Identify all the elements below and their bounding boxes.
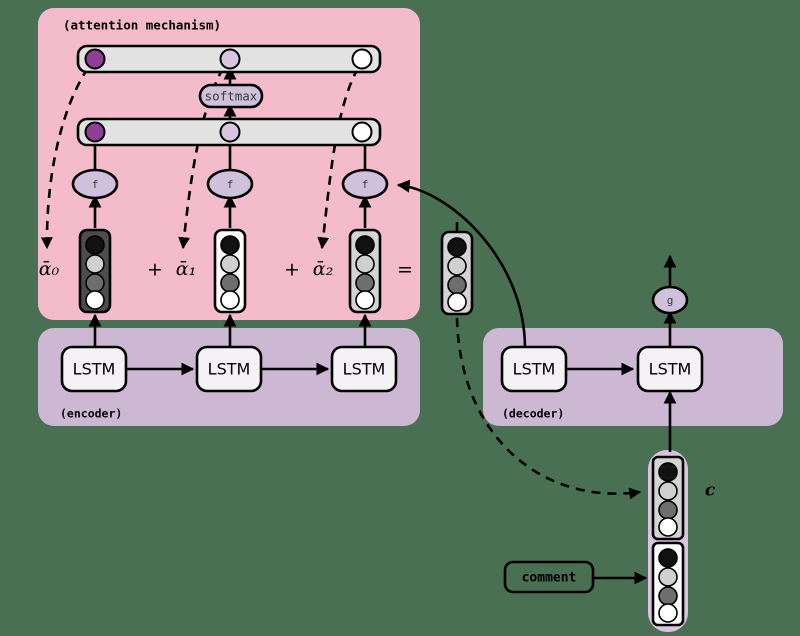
encoder-lstm-1-label: LSTM [208, 360, 251, 379]
encoder-panel-label: (encoder) [60, 407, 122, 421]
operator-plus-0: + [147, 259, 163, 281]
attention-f-node-0: f [71, 168, 119, 200]
bottom-cell-1 [219, 121, 241, 143]
encoder-lstm-0: LSTM [60, 345, 128, 393]
bottom-cell-0 [84, 121, 106, 143]
context-vector-label: c [705, 481, 716, 501]
f-label-2: f [362, 178, 369, 191]
top-cell-0 [84, 48, 106, 70]
encoder-hidden-state-1 [213, 228, 247, 314]
encoder-lstm-2-label: LSTM [343, 360, 386, 379]
attention-context-vector [440, 230, 474, 316]
decoder-lstm-1: LSTM [636, 345, 704, 393]
operator-equals: = [397, 259, 413, 281]
decoder-output-node-g: g [651, 285, 689, 315]
comment-input-label: comment [522, 571, 577, 586]
operator-plus-1: + [284, 259, 300, 281]
softmax-node: softmax [198, 83, 264, 109]
comment-embedding-vector [651, 541, 685, 627]
attention-bottom-bar [76, 117, 382, 147]
attention-panel-label: (attention mechanism) [63, 18, 221, 33]
encoder-lstm-0-label: LSTM [73, 360, 116, 379]
weight-label-2: ᾱ₂ [313, 258, 333, 280]
decoder-lstm-1-label: LSTM [649, 360, 692, 379]
encoder-hidden-state-2 [348, 228, 382, 314]
f-label-0: f [92, 178, 99, 191]
attention-f-node-2: f [341, 168, 389, 200]
bottom-cell-2 [351, 121, 373, 143]
weight-label-1: ᾱ₁ [176, 258, 196, 280]
decoder-lstm-0-label: LSTM [513, 360, 556, 379]
comment-input-box[interactable]: comment [503, 560, 595, 594]
g-label: g [667, 294, 674, 307]
softmax-label: softmax [205, 89, 258, 104]
weight-label-0: ᾱ₀ [39, 258, 60, 280]
f-label-1: f [227, 178, 234, 191]
attention-f-node-1: f [206, 168, 254, 200]
top-cell-1 [219, 48, 241, 70]
context-vector-c [651, 455, 685, 541]
decoder-lstm-0: LSTM [500, 345, 568, 393]
top-cell-2 [351, 48, 373, 70]
decoder-panel-label: (decoder) [502, 407, 564, 421]
attention-top-bar [76, 44, 382, 74]
encoder-lstm-2: LSTM [330, 345, 398, 393]
encoder-hidden-state-0 [78, 228, 112, 314]
encoder-lstm-1: LSTM [195, 345, 263, 393]
